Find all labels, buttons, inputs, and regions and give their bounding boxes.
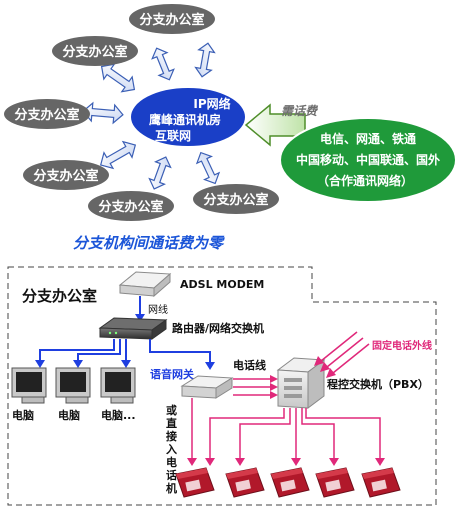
computer [55, 367, 91, 404]
direct-phone-caption: 或 直 接 入 电 话 机 [166, 403, 177, 495]
hub-line-internet: 互联网 [155, 129, 191, 143]
modem-cable [135, 296, 145, 322]
voip-gateway [180, 375, 234, 399]
branch-office-label: 分支办公室 [203, 192, 268, 208]
branch-office-label: 分支办公室 [139, 12, 204, 28]
direct-phone-char: 入 [166, 443, 177, 456]
pbx-switch [276, 357, 326, 409]
cable-label: 网线 [148, 303, 168, 316]
adsl-modem [118, 271, 172, 298]
branch-office-label: 分支办公室 [62, 44, 127, 60]
direct-phone-char: 话 [166, 468, 177, 482]
branch-office-cloud: 分支办公室 [129, 4, 215, 34]
carrier-line-3: （合作通讯网络） [317, 173, 413, 188]
pc-label: 电脑 [12, 408, 34, 422]
branch-office-label: 分支办公室 [98, 199, 163, 215]
branch-office-cloud: 分支办公室 [23, 160, 109, 190]
caption-zero-fee: 分支机构间通话费为零 [73, 234, 225, 252]
phone-line-label: 电话线 [233, 358, 266, 372]
pbx-label: 程控交换机（PBX） [327, 377, 429, 391]
hub-links [82, 42, 221, 190]
branch-office-cloud: 分支办公室 [4, 99, 90, 129]
pc-label: 电脑 [58, 408, 80, 422]
branch-office-cloud: 分支办公室 [88, 191, 174, 221]
router-label: 路由器/网络交换机 [172, 321, 264, 335]
telephone [175, 467, 215, 498]
direct-phone-char: 电 [166, 455, 177, 469]
office-boundary [7, 266, 437, 506]
direct-phone-char: 直 [166, 416, 177, 430]
hub-line-room: 鹰峰通讯机房 [149, 112, 221, 127]
telephone [315, 467, 355, 498]
trunk-arrowheads [270, 375, 278, 399]
direct-phone-char: 接 [166, 429, 177, 443]
extension-arrowheads [205, 458, 385, 466]
computer [100, 367, 136, 404]
branch-clouds: 分支办公室 分支办公室 分支办公室 分支办公室 分支办公室 分支办公室 [4, 4, 279, 221]
office-title: 分支办公室 [22, 287, 97, 305]
router-switch [98, 317, 168, 340]
modem-label: ADSL MODEM [180, 278, 264, 291]
external-arrowheads [314, 356, 336, 378]
direct-phone-char: 机 [166, 481, 177, 495]
extension-lines [209, 408, 381, 462]
voip-gateway-label: 语音网关 [150, 367, 194, 381]
telephone [270, 467, 310, 498]
direct-phone-char: 或 [166, 403, 177, 417]
computer [11, 367, 47, 404]
carrier-line-1: 电信、网通、铁通 [320, 131, 416, 146]
hub-line-ip: IP网络 [193, 96, 230, 111]
lan-arrowheads [35, 360, 215, 370]
fee-label: 需话费 [281, 104, 319, 118]
pc-label: 电脑... [101, 408, 136, 422]
external-line-label: 固定电话外线 [372, 339, 432, 352]
ip-network-hub: IP网络 鹰峰通讯机房 互联网 [129, 86, 247, 148]
branch-office-cloud: 分支办公室 [193, 184, 279, 214]
trunk-lines [233, 378, 272, 396]
carrier-network: 电信、网通、铁通 中国移动、中国联通、国外 （合作通讯网络） [279, 117, 457, 203]
branch-office-label: 分支办公室 [33, 168, 98, 184]
direct-phone-line [187, 398, 197, 466]
telephone [361, 467, 401, 498]
branch-office-cloud: 分支办公室 [52, 36, 138, 66]
telephone [225, 467, 265, 498]
external-lines [320, 331, 370, 374]
carrier-line-2: 中国移动、中国联通、国外 [296, 152, 440, 167]
lan-links [39, 339, 211, 364]
branch-office-label: 分支办公室 [14, 107, 79, 123]
